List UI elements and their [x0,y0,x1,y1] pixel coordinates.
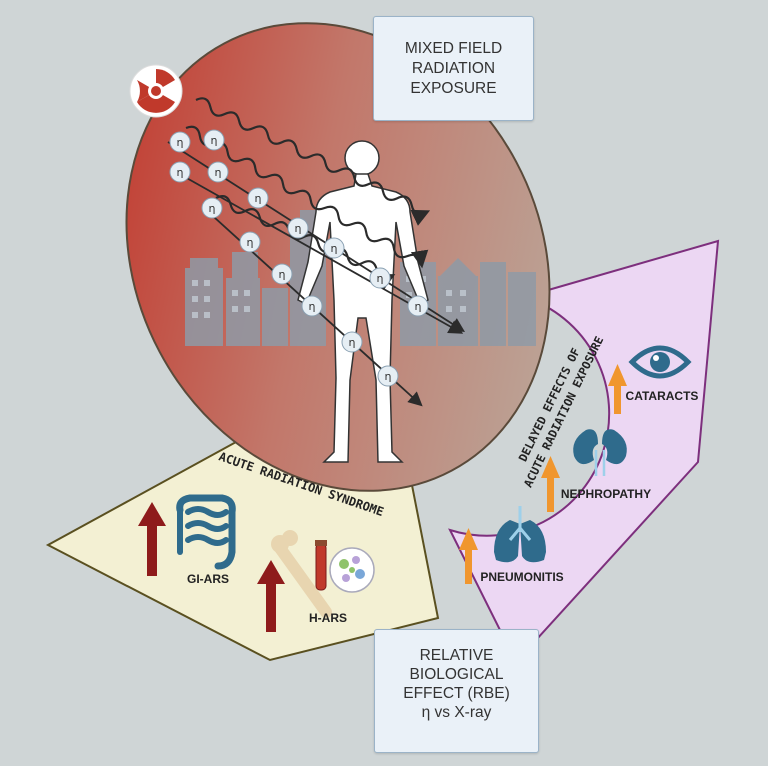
neutron-particle: η [407,295,429,317]
neutron-particle: η [239,231,261,253]
pneumonitis-label: PNEUMONITIS [480,570,563,584]
neutron-symbol: η [309,300,316,313]
eye-icon [628,345,692,379]
neutron-particle: η [377,365,399,387]
gamma-ray-2 [185,125,429,269]
neutron-symbol: η [415,300,422,313]
neutron-symbol: η [247,236,254,249]
neutron-particle: η [169,131,191,153]
rbe-box-line-2: BIOLOGICAL [409,666,504,683]
human-figure-icon [297,140,429,463]
neutron-symbol: η [255,192,262,205]
neutron-symbol: η [331,242,338,255]
neutron-symbol: η [295,222,302,235]
neutron-symbol: η [177,166,184,179]
gamma-ray-1 [195,97,431,226]
neutron-symbol: η [349,336,356,349]
kidneys-icon [573,429,627,476]
gi-ars-label: GI-ARS [187,572,229,586]
neutron-symbol: η [209,202,216,215]
neutron-particle: η [323,237,345,259]
rbe-box-line-3: EFFECT (RBE) [403,685,510,702]
increase-arrow-cataracts [608,364,627,414]
cityscape-windows [192,276,466,318]
neutron-particle: η [203,129,225,151]
neutron-particle: η [169,161,191,183]
neutron-symbol: η [377,272,384,285]
intestine-icon [176,494,236,570]
neutron-particle: η [201,197,223,219]
neutron-particle: η [247,187,269,209]
neutron-particle: η [369,267,391,289]
neutron-particle: η [341,331,363,353]
increase-arrow-gi [138,502,166,576]
neutron-symbol: η [177,136,184,149]
neutron-symbol: η [279,268,286,281]
increase-arrow-h [257,560,285,632]
increase-arrow-pneumonitis [459,528,478,584]
radiation-symbol-icon [129,64,183,118]
rbe-box-line-1: RELATIVE [419,647,494,664]
neutron-symbol: η [211,134,218,147]
mixed-field-exposure-box: MIXED FIELD RADIATION EXPOSURE [373,16,534,121]
neutron-particle: η [301,295,323,317]
exposure-box-line-2: RADIATION [411,60,496,77]
neutron-symbol: η [215,166,222,179]
neutron-symbol: η [385,370,392,383]
nephropathy-label: NEPHROPATHY [561,487,651,501]
neutron-particle: η [287,217,309,239]
cataracts-label: CATARACTS [626,389,699,403]
neutron-particle: η [207,161,229,183]
neutron-particles: η η η η η η η η η η η η η η η [169,129,429,387]
exposure-box-line-1: MIXED FIELD [404,40,503,57]
neutron-particle: η [271,263,293,285]
rbe-box: RELATIVE BIOLOGICAL EFFECT (RBE) η vs X-… [374,629,539,753]
lungs-icon [494,506,546,563]
exposure-box-line-3: EXPOSURE [410,80,497,97]
increase-arrow-nephropathy [541,456,560,512]
bone-marrow-blood-icon [271,530,375,618]
h-ars-label: H-ARS [309,611,347,625]
rbe-box-line-4: η vs X-ray [421,704,492,721]
